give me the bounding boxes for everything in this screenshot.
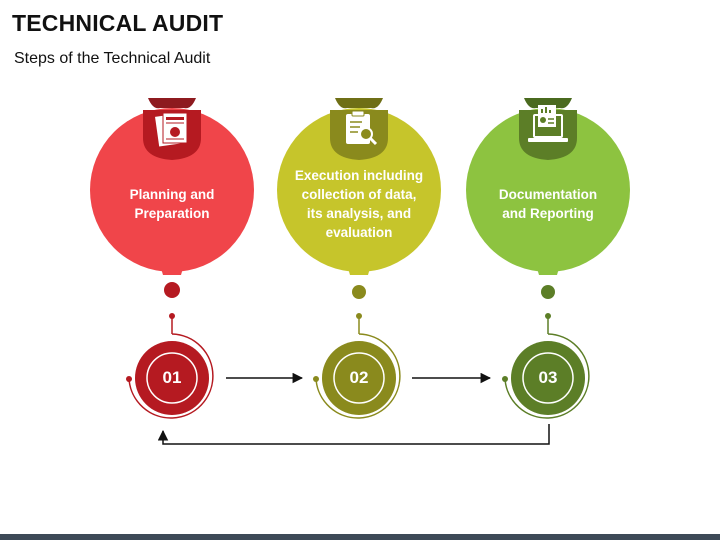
- laptop-report-icon: [528, 105, 568, 142]
- page-title: TECHNICAL AUDIT: [12, 10, 224, 36]
- step-3-number-circle: [502, 313, 590, 419]
- step-3-number: 03: [538, 368, 558, 387]
- step-2-number-circle: [313, 313, 401, 419]
- step-1-number: 01: [162, 368, 182, 387]
- footer-bar: [0, 534, 720, 540]
- page-subtitle: Steps of the Technical Audit: [14, 50, 211, 67]
- step-1-number-circle: [126, 313, 214, 419]
- step-3-bubble: [466, 98, 630, 299]
- arrow-3-to-1-loop: [157, 424, 550, 445]
- step-3-label: Documentation and Reporting: [498, 187, 598, 221]
- clipboard-magnifier-icon: [346, 110, 378, 146]
- step-1-bubble: [90, 98, 254, 298]
- step-2-number: 02: [349, 368, 369, 387]
- step-2-label: Execution including collection of data, …: [294, 168, 424, 240]
- step-2-bubble: [277, 98, 441, 299]
- step-1-label: Planning and Preparation: [129, 187, 215, 221]
- document-chart-icon: [155, 112, 188, 147]
